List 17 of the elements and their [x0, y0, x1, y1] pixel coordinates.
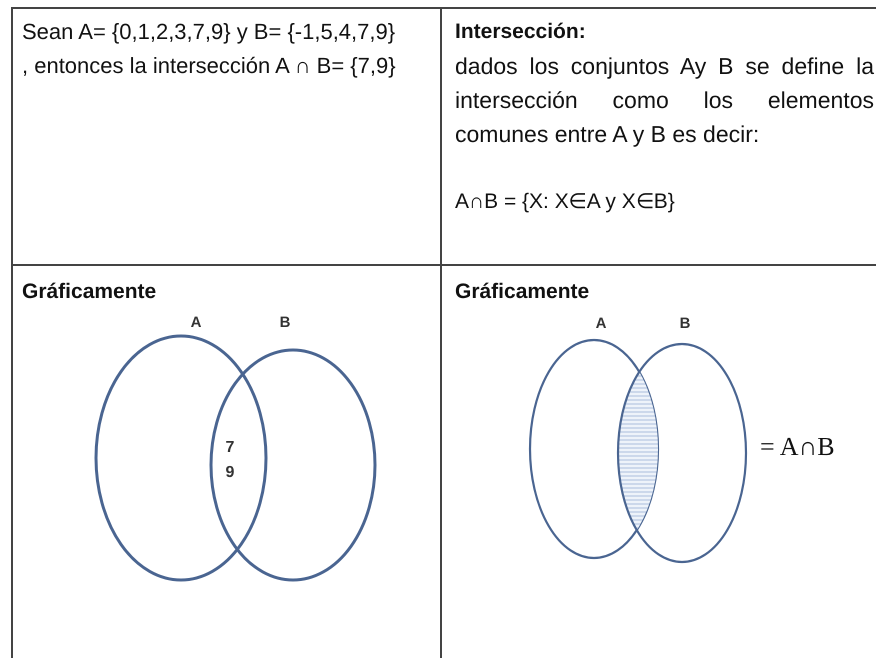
section-heading: Gráficamente [22, 279, 158, 305]
section-heading: Gráficamente [455, 279, 590, 305]
set-label: A [190, 314, 202, 331]
set-label: B [678, 315, 692, 332]
example-text: Sean A= {0,1,2,3,7,9} y B= {-1,5,4,7,9} , entonces la intersección A ∩ B= {7,9} [22, 18, 397, 80]
element-label: 9 [224, 463, 236, 483]
element-label: 7 [224, 438, 236, 458]
result-formula: = A∩B [760, 431, 836, 463]
set-ellipse [93, 314, 269, 583]
formula-text: A∩B = {X: X∈A y X∈B} [455, 189, 676, 215]
definition-heading: Intersección: [455, 19, 587, 45]
set-ellipse [615, 315, 749, 565]
set-label: B [278, 314, 292, 331]
set-ellipse [208, 314, 378, 583]
set-label: A [594, 315, 608, 332]
set-ellipse [527, 315, 661, 561]
definition-text: dados los conjuntos Ay B se define la intersección como los elementos comunes entre A y B es decir: [455, 52, 874, 149]
